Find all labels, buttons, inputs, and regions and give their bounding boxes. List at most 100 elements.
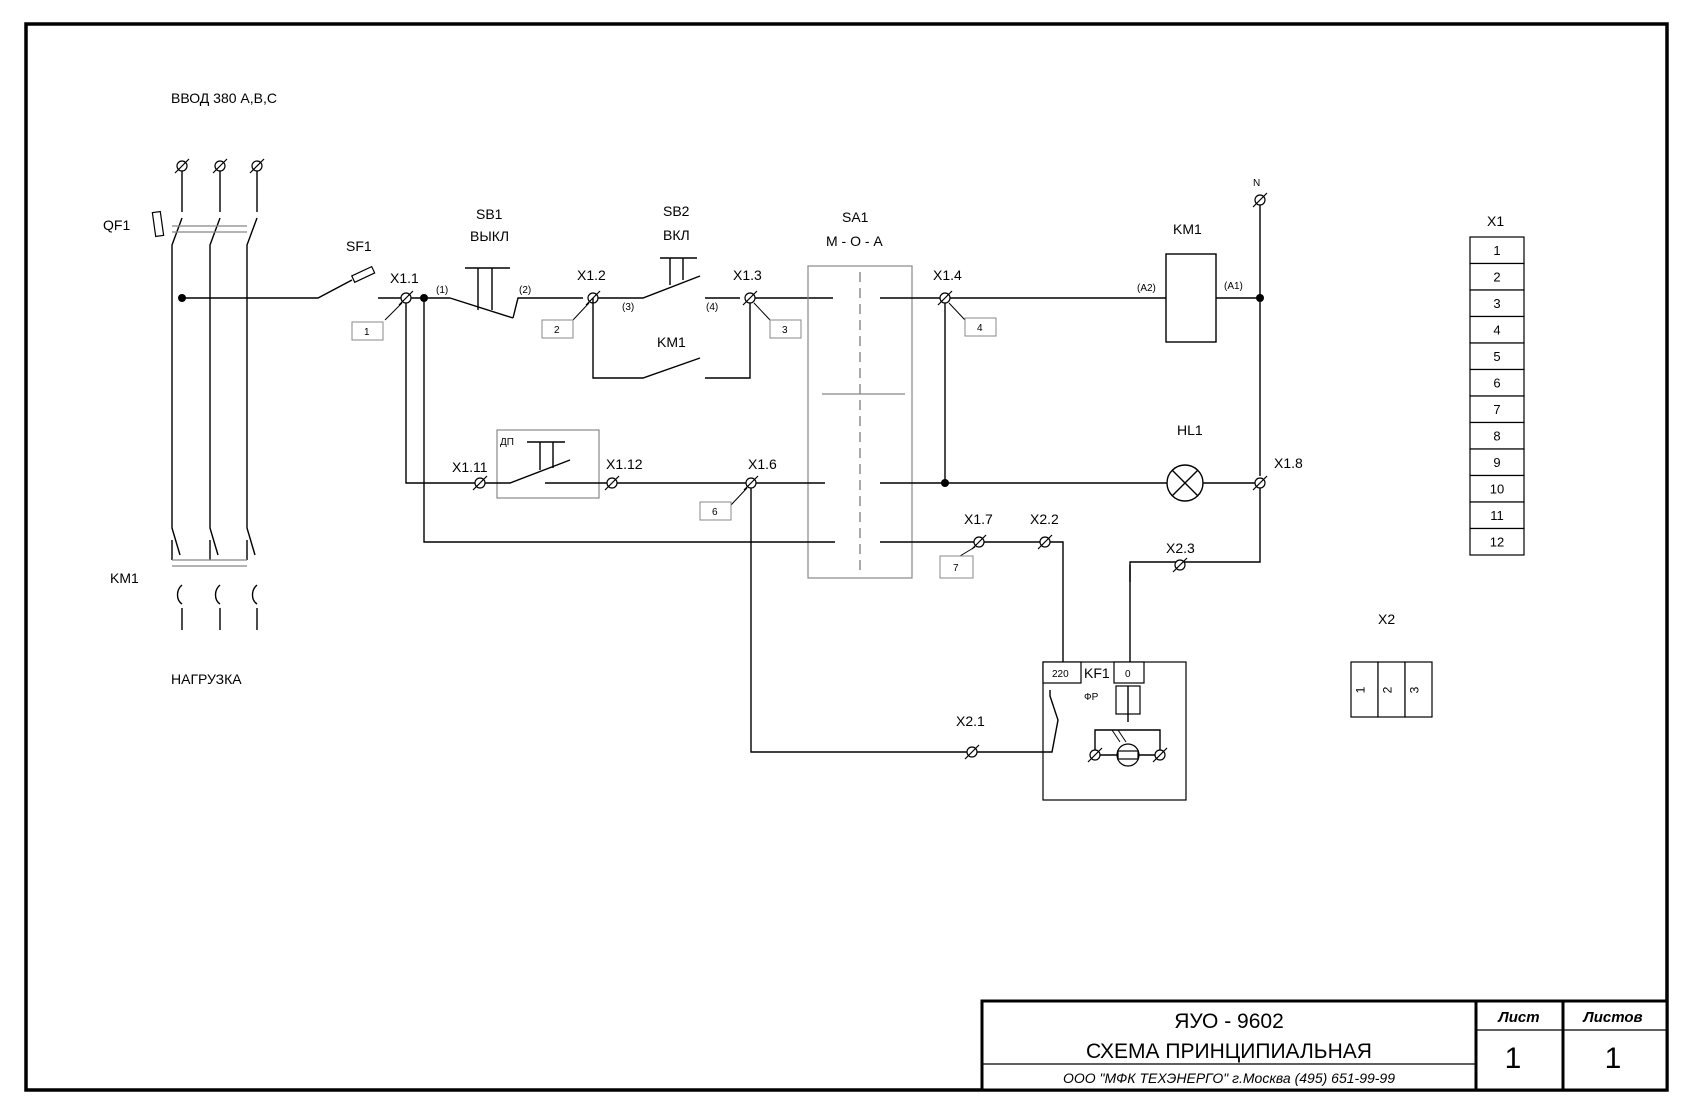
terminal-x2-3-label: X2.3 <box>1166 540 1195 556</box>
terminal-x1-8-label: X1.8 <box>1274 455 1303 471</box>
wire-x11-down <box>405 303 475 484</box>
drawing-code: ЯУО - 9602 <box>1174 1010 1284 1033</box>
x1-cell-label: 4 <box>1493 323 1500 338</box>
sheet-number: 1 <box>1505 1042 1522 1075</box>
pin-a2-label: (A2) <box>1137 283 1156 294</box>
mark-3-leader <box>753 302 771 321</box>
wire-mark-6-text: 6 <box>712 507 718 518</box>
km1-hold-contact <box>592 298 751 379</box>
dp-label: ДП <box>500 437 514 448</box>
terminal-x2-2-label: X2.2 <box>1030 511 1059 527</box>
km1-main-label: KM1 <box>110 570 139 586</box>
power-section: ВВОД 380 А,В,С QF1 KM1 НАГРУЗКА SF1 <box>103 90 376 687</box>
x2-cell <box>1404 661 1433 718</box>
terminal-x1-8 <box>1252 475 1268 491</box>
km1-main-contacts <box>176 584 258 605</box>
wire-node-sa1-bottom <box>423 298 835 543</box>
wire-mark-4-text: 4 <box>977 323 983 334</box>
fr-terminal-right <box>1152 747 1168 763</box>
x1-cell <box>1469 236 1525 265</box>
terminal-x1-12-label: X1.12 <box>606 456 643 472</box>
x1-cell-label: 7 <box>1493 402 1500 417</box>
terminal-x1-4-label: X1.4 <box>933 267 962 283</box>
terminal-x1-4 <box>937 290 953 306</box>
dp-box <box>496 429 600 499</box>
terminal-n <box>1252 192 1268 208</box>
title-block-frame <box>980 999 1669 1092</box>
x1-cell <box>1469 262 1525 291</box>
dp-contact <box>485 459 607 484</box>
sheets-label: Листов <box>1582 1009 1642 1026</box>
pin-1-label: (1) <box>436 285 448 296</box>
sb2-sub-label: ВКЛ <box>663 227 690 243</box>
mark-7-leader <box>959 546 976 557</box>
sb2-contact <box>598 275 701 299</box>
x2-cell <box>1377 661 1406 718</box>
pin-2-label: (2) <box>519 285 531 296</box>
terminal-x1-3-label: X1.3 <box>733 267 762 283</box>
hl1-label: HL1 <box>1177 422 1203 438</box>
input-terminal-c <box>249 158 265 174</box>
wire-mark-2 <box>541 319 574 339</box>
wire-sb1-x12 <box>512 297 583 319</box>
wire-mark-2-text: 2 <box>554 325 560 336</box>
sb2-button <box>660 257 697 285</box>
fr-wires <box>1094 686 1161 755</box>
x1-cell-label: 2 <box>1493 270 1500 285</box>
x1-cell <box>1469 289 1525 318</box>
phase-b-wire <box>209 171 221 560</box>
sa1-body <box>807 265 913 579</box>
x1-cell <box>1469 421 1525 450</box>
mark-2-leader <box>572 302 590 321</box>
x2-cell-label: 2 <box>1381 686 1395 693</box>
kf1-0-box <box>1113 661 1145 684</box>
sa1-sub-label: М - О - А <box>826 233 883 249</box>
phase-c-wire <box>246 171 258 560</box>
wire-mark-7-text: 7 <box>953 563 959 574</box>
pin-a1-label: (A1) <box>1224 281 1243 292</box>
sheets-number: 1 <box>1605 1042 1622 1075</box>
wire-mark-7 <box>939 555 974 579</box>
terminal-x1-11-label: X1.11 <box>452 459 488 475</box>
pin-3-label: (3) <box>622 302 634 313</box>
x1-cell-label: 9 <box>1493 455 1500 470</box>
phase-a-wire <box>171 171 183 560</box>
x1-cell-label: 1 <box>1493 243 1500 258</box>
x1-cell-label: 11 <box>1490 508 1504 523</box>
sb1-label: SB1 <box>476 206 503 222</box>
km1-coil <box>1165 253 1217 343</box>
sb2-label: SB2 <box>663 203 690 219</box>
sf1-label: SF1 <box>346 238 372 254</box>
x1-cell-label: 6 <box>1493 376 1500 391</box>
mark-4-leader <box>948 302 966 321</box>
drawing-frame <box>24 22 1669 1092</box>
mark-6-leader <box>730 487 748 506</box>
x1-cell-label: 10 <box>1490 482 1504 497</box>
x1-cell-label: 5 <box>1493 349 1500 364</box>
title-block: ЯУО - 9602 СХЕМА ПРИНЦИПИАЛЬНАЯ ООО "МФК… <box>980 999 1669 1092</box>
kf1-220-label: 220 <box>1052 669 1069 680</box>
sheet-label: Лист <box>1497 1009 1539 1026</box>
mark-1-leader <box>384 302 403 321</box>
load-wires <box>181 608 258 630</box>
wire-mark-1 <box>351 321 384 341</box>
x2-cell <box>1350 661 1379 718</box>
light-arrows-icon <box>1111 729 1127 743</box>
wire-mark-6 <box>699 501 732 521</box>
hl1-cross <box>1171 469 1199 497</box>
terminal-x1-7-label: X1.7 <box>964 511 993 527</box>
fr-terminal-left <box>1087 747 1103 763</box>
sf1-handle <box>350 265 376 284</box>
terminal-x1-12 <box>604 475 620 491</box>
wire-x18-x23 <box>1129 488 1261 582</box>
terminal-x1-6-label: X1.6 <box>748 456 777 472</box>
wire-x21-kf1 <box>977 690 1059 753</box>
km1-mechanical-link <box>172 559 247 567</box>
input-label: ВВОД 380 А,В,С <box>171 90 277 106</box>
photoresistor-body <box>1117 750 1139 760</box>
terminal-x1-2-label: X1.2 <box>577 267 606 283</box>
load-label: НАГРУЗКА <box>171 671 242 687</box>
x2-cell-label: 3 <box>1408 686 1422 693</box>
